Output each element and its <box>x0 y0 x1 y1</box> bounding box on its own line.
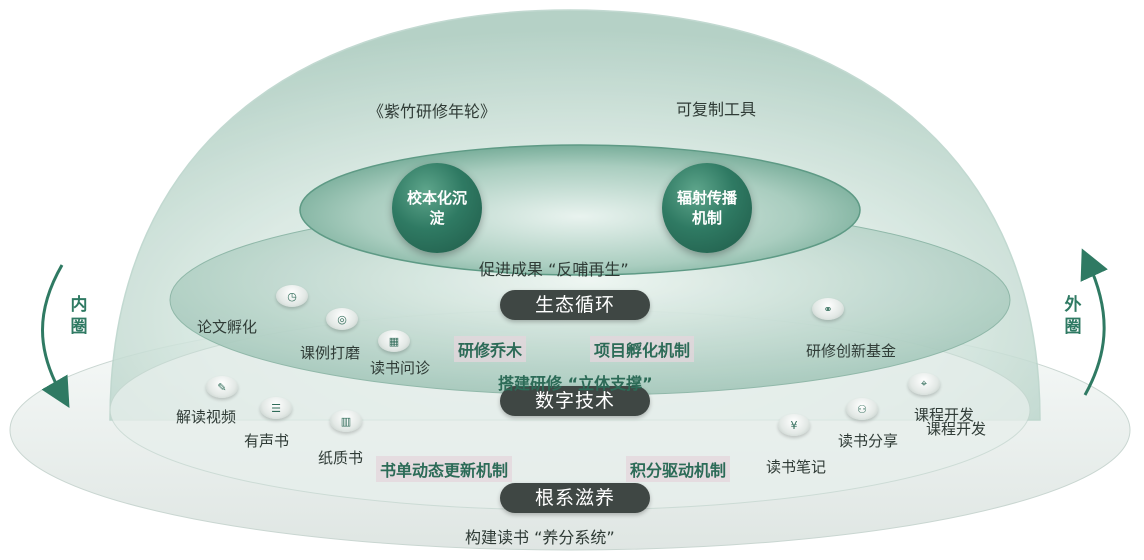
label-ziyu-annual-ring: 《紫竹研修年轮》 <box>368 102 497 121</box>
side-label-outer: 外圈 <box>1064 295 1082 337</box>
item-research-tree: 研修乔木 <box>454 336 527 362</box>
users-icon: ⚇ <box>846 398 878 420</box>
item-course-dev-2: 课程开发 <box>926 420 987 438</box>
item-points-driven: 积分驱动机制 <box>626 456 731 482</box>
bar-chart-icon: ▥ <box>330 410 362 432</box>
circle-radiation: 辐射传播机制 <box>662 163 752 253</box>
item-lesson-polishing: 课例打磨 <box>300 344 361 362</box>
item-innovation-fund: 研修创新基金 <box>806 342 897 360</box>
clock-icon: ◷ <box>276 285 308 307</box>
item-thesis-incubation: 论文孵化 <box>197 318 258 336</box>
inner-caption: 促进成果 “反哺再生” <box>479 260 629 279</box>
target-icon: ◎ <box>326 308 358 330</box>
label-reusable-tools: 可复制工具 <box>676 100 757 119</box>
item-reading-notes: 读书笔记 <box>766 458 827 476</box>
right-cycle-arrow <box>1080 248 1108 396</box>
mid-caption: 搭建研修 “立体支撑” <box>498 374 653 393</box>
circle-school-based: 校本化沉淀 <box>392 163 482 253</box>
pill-digital-tech: 数字技术 <box>500 386 650 416</box>
calendar-icon: ▦ <box>378 330 410 352</box>
item-reading-diagnosis: 读书问诊 <box>370 359 431 377</box>
side-label-inner: 内圈 <box>70 295 88 337</box>
item-reading-share: 读书分享 <box>838 432 899 450</box>
list-icon: ☰ <box>260 397 292 419</box>
pill-ecology-cycle: 生态循环 <box>500 290 650 320</box>
coin-icon: ¥ <box>778 414 810 436</box>
item-project-incubation: 项目孵化机制 <box>590 336 695 362</box>
location-icon: ⌖ <box>908 373 940 395</box>
item-interpretation-video: 解读视频 <box>176 408 237 426</box>
left-cycle-arrow <box>41 264 70 408</box>
bottom-caption: 构建读书 “养分系统” <box>465 528 615 547</box>
item-course-dev-1: 课程开发 <box>914 406 975 424</box>
item-booklist-update: 书单动态更新机制 <box>376 456 513 482</box>
pen-icon: ✎ <box>206 376 238 398</box>
item-paper-book: 纸质书 <box>318 449 364 467</box>
link-icon: ⚭ <box>812 298 844 320</box>
item-audiobook: 有声书 <box>244 432 290 450</box>
pill-root-nourish: 根系滋养 <box>500 483 650 513</box>
